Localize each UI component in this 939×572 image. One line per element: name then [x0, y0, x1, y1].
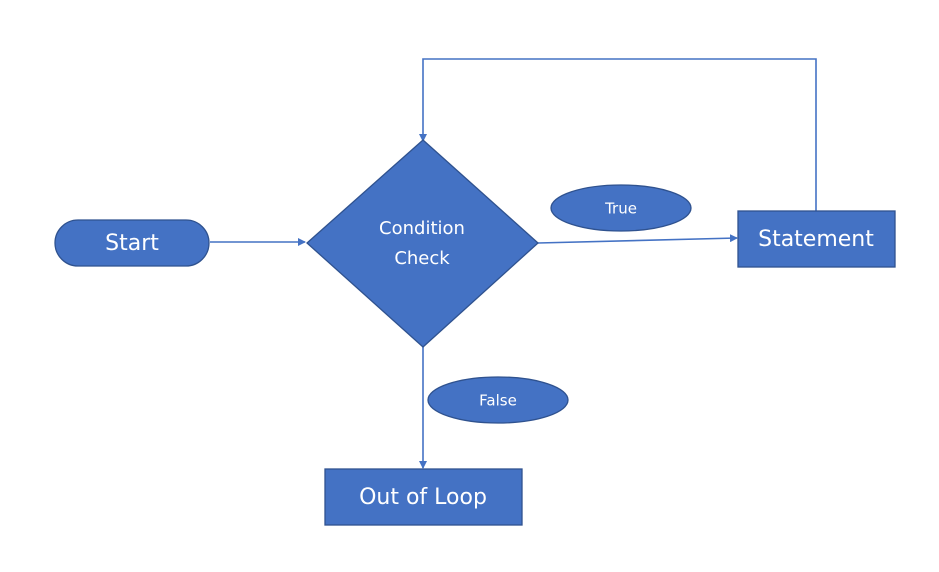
out-of-loop-node: Out of Loop — [324, 468, 523, 526]
statement-node: Statement — [737, 210, 896, 268]
statement-label: Statement — [758, 227, 874, 252]
condition-label-line1: Condition — [379, 218, 465, 239]
start-label: Start — [105, 231, 159, 256]
false-label: False — [479, 392, 517, 410]
out-of-loop-process-shape — [324, 468, 523, 526]
true-branch-badge: True — [550, 184, 692, 232]
condition-label-line2: Check — [394, 248, 450, 269]
false-ellipse-shape — [427, 376, 569, 424]
condition-to-statement-arrow — [537, 234, 738, 244]
true-label: True — [604, 200, 637, 218]
false-branch-badge: False — [427, 376, 569, 424]
statement-loop-back-arrow — [419, 58, 817, 211]
condition-check-node: Condition Check — [306, 139, 539, 348]
true-ellipse-shape — [550, 184, 692, 232]
statement-process-shape — [737, 210, 896, 268]
decision-diamond-shape — [306, 139, 539, 348]
start-node: Start — [54, 219, 210, 267]
start-terminator-shape — [54, 219, 210, 267]
out-of-loop-label: Out of Loop — [359, 485, 487, 510]
